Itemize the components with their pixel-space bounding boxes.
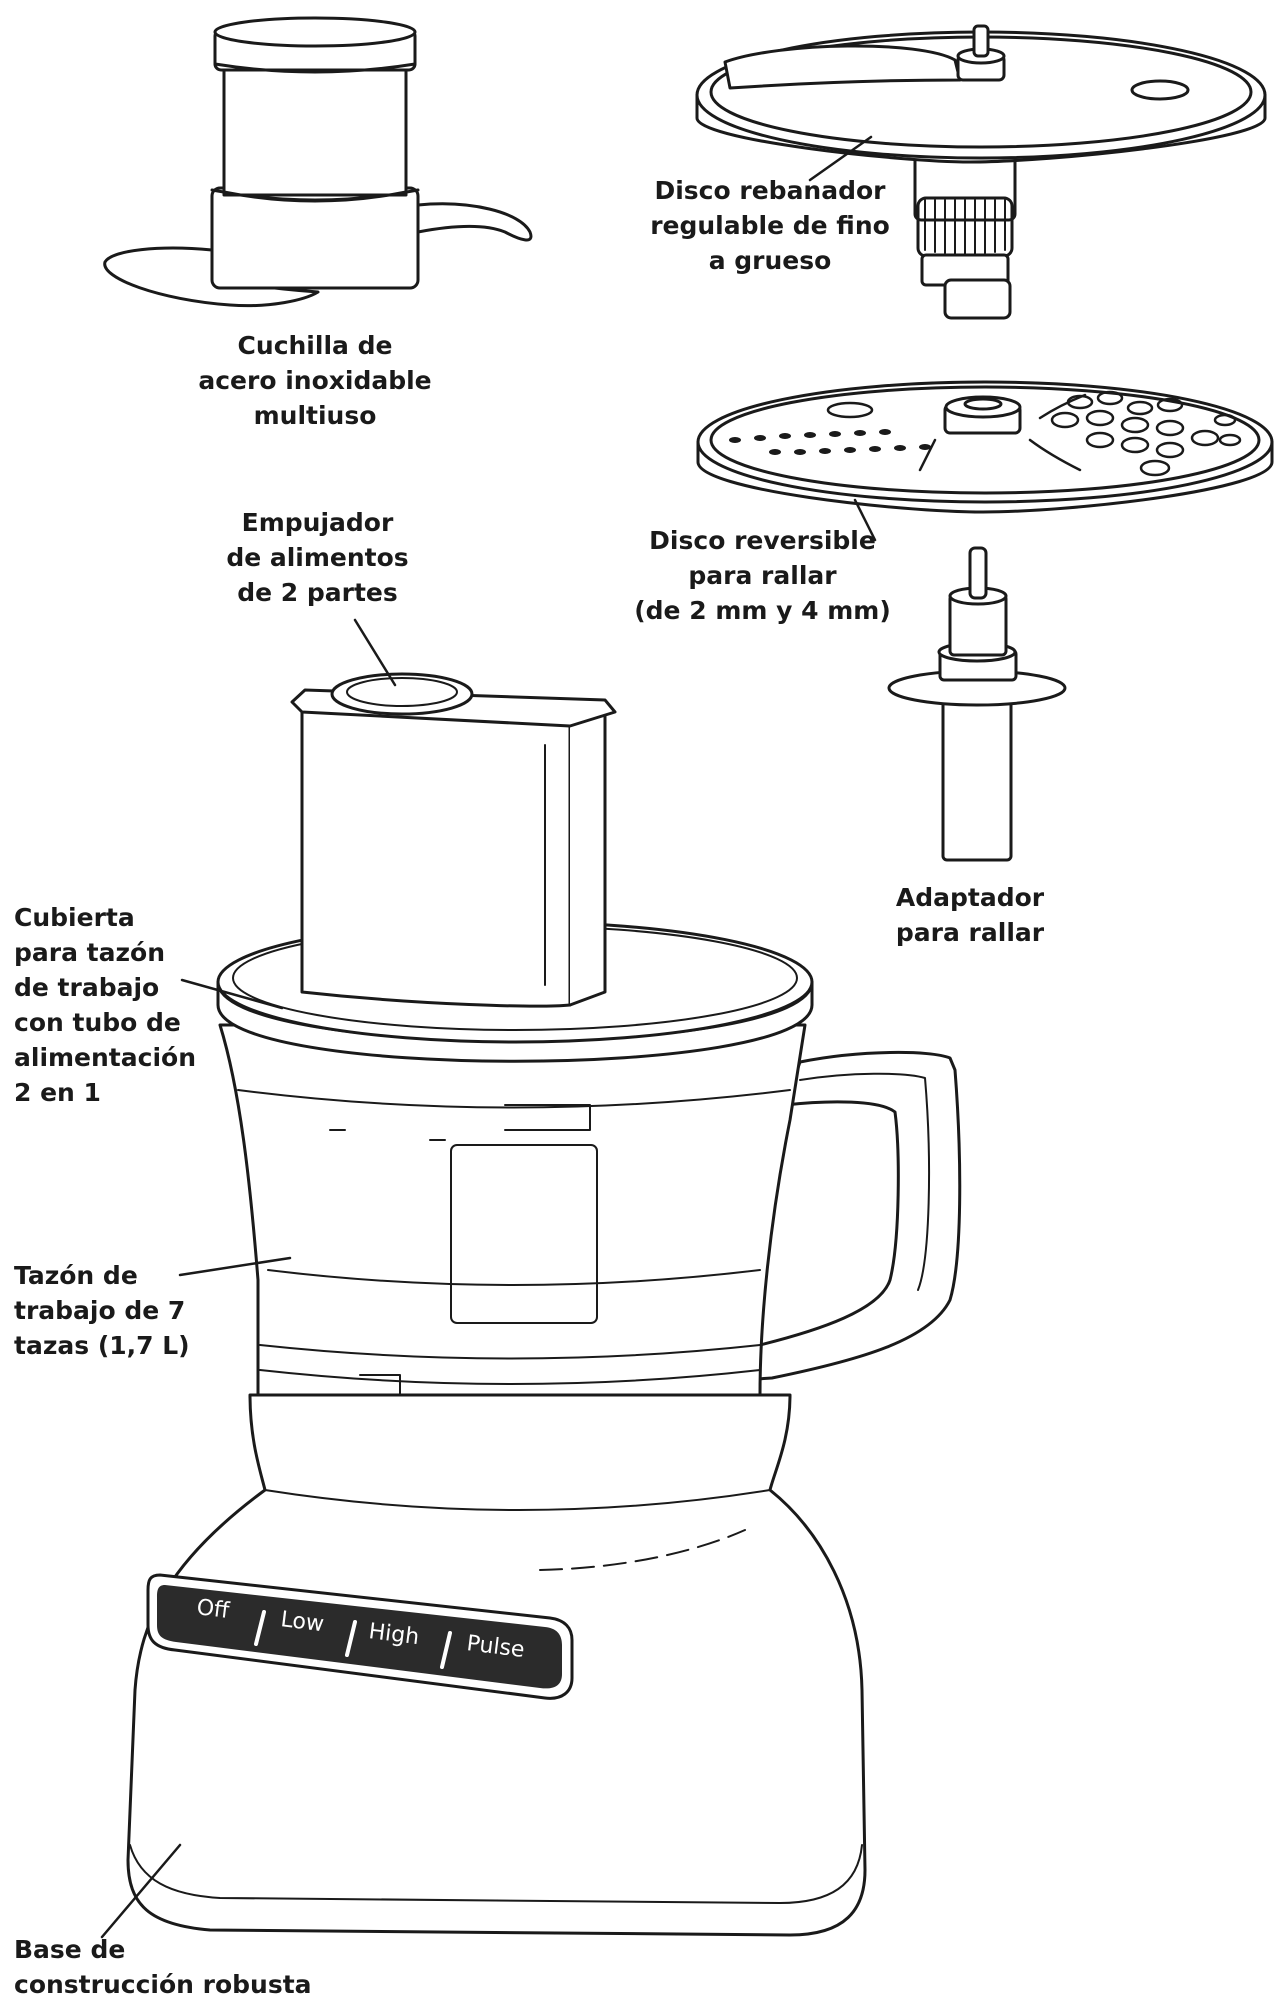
shredding-disc-illustration xyxy=(698,382,1272,512)
label-line: a grueso xyxy=(645,243,895,278)
work-bowl-illustration xyxy=(220,1025,960,1400)
label-line: Disco rebanador xyxy=(645,173,895,208)
label-line: de trabajo xyxy=(14,970,196,1005)
label-line: para rallar xyxy=(630,558,895,593)
label-food-pusher: Empujador de alimentos de 2 partes xyxy=(220,505,415,610)
label-base: Base de construcción robusta xyxy=(14,1932,312,2002)
button-off[interactable]: Off xyxy=(195,1595,231,1624)
label-line: (de 2 mm y 4 mm) xyxy=(630,593,895,628)
label-line: Adaptador xyxy=(885,880,1055,915)
shredding-adapter-illustration xyxy=(889,548,1065,860)
label-line: Disco reversible xyxy=(630,523,895,558)
label-blade: Cuchilla de acero inoxidable multiuso xyxy=(190,328,440,433)
label-work-bowl: Tazón de trabajo de 7 tazas (1,7 L) xyxy=(14,1258,190,1363)
label-line: construcción robusta xyxy=(14,1967,312,2002)
multipurpose-blade-illustration xyxy=(105,18,531,306)
label-line: Tazón de xyxy=(14,1258,190,1293)
label-line: acero inoxidable xyxy=(190,363,440,398)
label-line: regulable de fino xyxy=(645,208,895,243)
label-line: alimentación xyxy=(14,1040,196,1075)
label-line: de alimentos xyxy=(220,540,415,575)
label-adapter: Adaptador para rallar xyxy=(885,880,1055,950)
label-line: Cuchilla de xyxy=(190,328,440,363)
label-line: para tazón xyxy=(14,935,196,970)
label-slicing-disc: Disco rebanador regulable de fino a grue… xyxy=(645,173,895,278)
label-line: con tubo de xyxy=(14,1005,196,1040)
label-lid: Cubierta para tazón de trabajo con tubo … xyxy=(14,900,196,1110)
label-line: 2 en 1 xyxy=(14,1075,196,1110)
label-line: para rallar xyxy=(885,915,1055,950)
label-line: Empujador xyxy=(220,505,415,540)
label-line: Cubierta xyxy=(14,900,196,935)
label-line: de 2 partes xyxy=(220,575,415,610)
food-pusher-illustration xyxy=(292,674,615,1006)
label-line: trabajo de 7 xyxy=(14,1293,190,1328)
label-line: tazas (1,7 L) xyxy=(14,1328,190,1363)
label-line: Base de xyxy=(14,1932,312,1967)
label-line: multiuso xyxy=(190,398,440,433)
label-shredding-disc: Disco reversible para rallar (de 2 mm y … xyxy=(630,523,895,628)
button-low[interactable]: Low xyxy=(279,1607,325,1637)
